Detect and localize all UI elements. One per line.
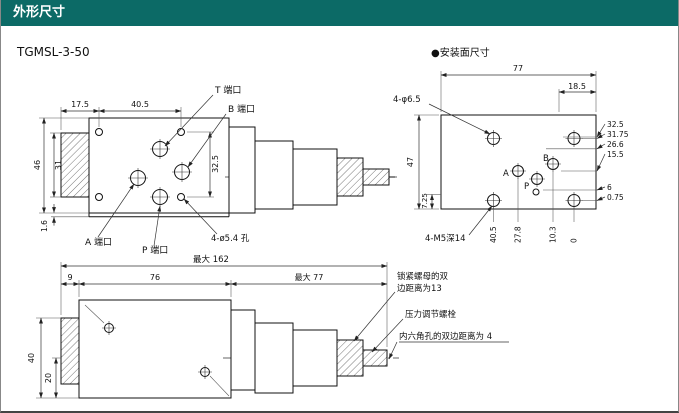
dim-right-0-75: 0.75 <box>607 193 624 202</box>
mount-bolt-center-marks <box>485 130 583 209</box>
side-body <box>78 299 232 399</box>
dim-right-15-5: 15.5 <box>607 150 624 159</box>
mount-top-dims: 77 18.5 <box>440 64 597 112</box>
dim-77: 77 <box>513 64 523 73</box>
port-t-label: T 端口 <box>214 84 241 96</box>
plan-view: 17.5 40.5 46 31 32.5 <box>33 84 255 256</box>
plan-port-center-marks <box>128 139 192 207</box>
mount-port-b-label: B <box>543 154 549 164</box>
dim-right-31-75: 31.75 <box>607 130 629 139</box>
plan-top-dims: 17.5 40.5 <box>60 100 182 130</box>
dim-right-6: 6 <box>607 183 612 192</box>
dim-7-25: 7.25 <box>421 193 429 209</box>
plan-plate-dim: 1.6 <box>40 204 89 232</box>
plan-right-dim: 32.5 <box>187 131 220 198</box>
header-bar: 外形尺寸 <box>1 0 678 26</box>
side-view: 最大 162 9 76 最大 77 <box>27 254 509 399</box>
plan-left-dims: 46 31 <box>33 117 89 214</box>
locknut-note-line2: 边距离为13 <box>397 283 442 294</box>
side-end-cap <box>60 317 80 385</box>
port-b-label: B 端口 <box>228 103 255 115</box>
dim-47: 47 <box>406 157 415 167</box>
mount-port-a-label: A <box>503 169 509 179</box>
mount-port-p-label: P <box>524 182 529 192</box>
dim-bottom-10-3: 10.3 <box>549 226 558 243</box>
side-top-dims: 最大 162 9 76 最大 77 <box>60 254 388 347</box>
dim-bottom-27-8: 27.8 <box>514 226 523 243</box>
mount-left-dims: 47 7.25 <box>406 114 441 210</box>
dim-bottom-0: 0 <box>570 238 579 243</box>
header-title: 外形尺寸 <box>13 5 66 20</box>
mount-bottom-dims: 40.5 27.8 10.3 0 <box>489 172 579 243</box>
mount-holes-note: 4-φ6.5 <box>393 95 421 105</box>
mount-port-center-marks <box>510 156 561 187</box>
locknut-note-line1: 锁紧螺母的双 <box>397 271 449 282</box>
hex-socket-note: 内六角孔的双边距离为 4 <box>399 331 492 342</box>
dim-31: 31 <box>54 160 63 170</box>
plan-holes-note: 4-ø5.4 孔 <box>211 234 250 244</box>
mount-thread-note: 4-M5深14 <box>425 234 466 244</box>
side-left-dims: 40 20 <box>27 317 79 399</box>
side-callouts: 锁紧螺母的双 边距离为13 压力调节螺栓 内六角孔的双边距离为 4 <box>353 271 509 360</box>
adjust-screw <box>362 168 390 186</box>
dim-max-77: 最大 77 <box>295 272 324 282</box>
lock-nut <box>336 157 364 197</box>
plan-bolt-hole <box>177 193 185 201</box>
dim-32-5-plan: 32.5 <box>211 155 220 173</box>
mounting-face <box>440 114 597 210</box>
dim-76: 76 <box>150 273 160 282</box>
dim-20: 20 <box>44 373 53 383</box>
dim-max-162: 最大 162 <box>193 254 229 265</box>
mounting-section-label: ●安装面尺寸 <box>431 46 490 59</box>
dim-bottom-40-5: 40.5 <box>489 226 498 243</box>
plan-end-cap <box>60 132 90 198</box>
dim-40-5: 40.5 <box>131 100 149 109</box>
mount-right-dims: 32.5 31.75 26.6 15.5 6 0.75 <box>543 120 629 202</box>
adjust-screw-note: 压力调节螺栓 <box>405 309 457 320</box>
mounting-view: A B P 77 18.5 4-φ6.5 47 <box>393 64 629 244</box>
dim-18-5: 18.5 <box>568 82 586 91</box>
plan-bolt-hole <box>95 128 103 136</box>
side-adjust-screw <box>362 349 388 367</box>
dim-9: 9 <box>67 273 72 282</box>
plan-side-profile <box>225 126 397 214</box>
dim-46: 46 <box>33 160 42 170</box>
dim-1-6: 1.6 <box>40 220 49 232</box>
port-p-label: P 端口 <box>142 244 168 256</box>
dim-17-5: 17.5 <box>71 100 89 109</box>
model-label: TGMSL-3-50 <box>16 45 90 59</box>
side-lock-nut <box>336 339 364 377</box>
dim-40: 40 <box>27 353 36 363</box>
plan-port-labels: T 端口 B 端口 A 端口 P 端口 4-ø5.4 孔 <box>85 84 255 256</box>
plan-bolt-hole <box>95 193 103 201</box>
dim-right-26-6: 26.6 <box>607 140 624 149</box>
mount-port-t-circle <box>532 188 540 196</box>
port-a-label: A 端口 <box>85 236 112 248</box>
dim-right-32-5: 32.5 <box>607 120 624 129</box>
